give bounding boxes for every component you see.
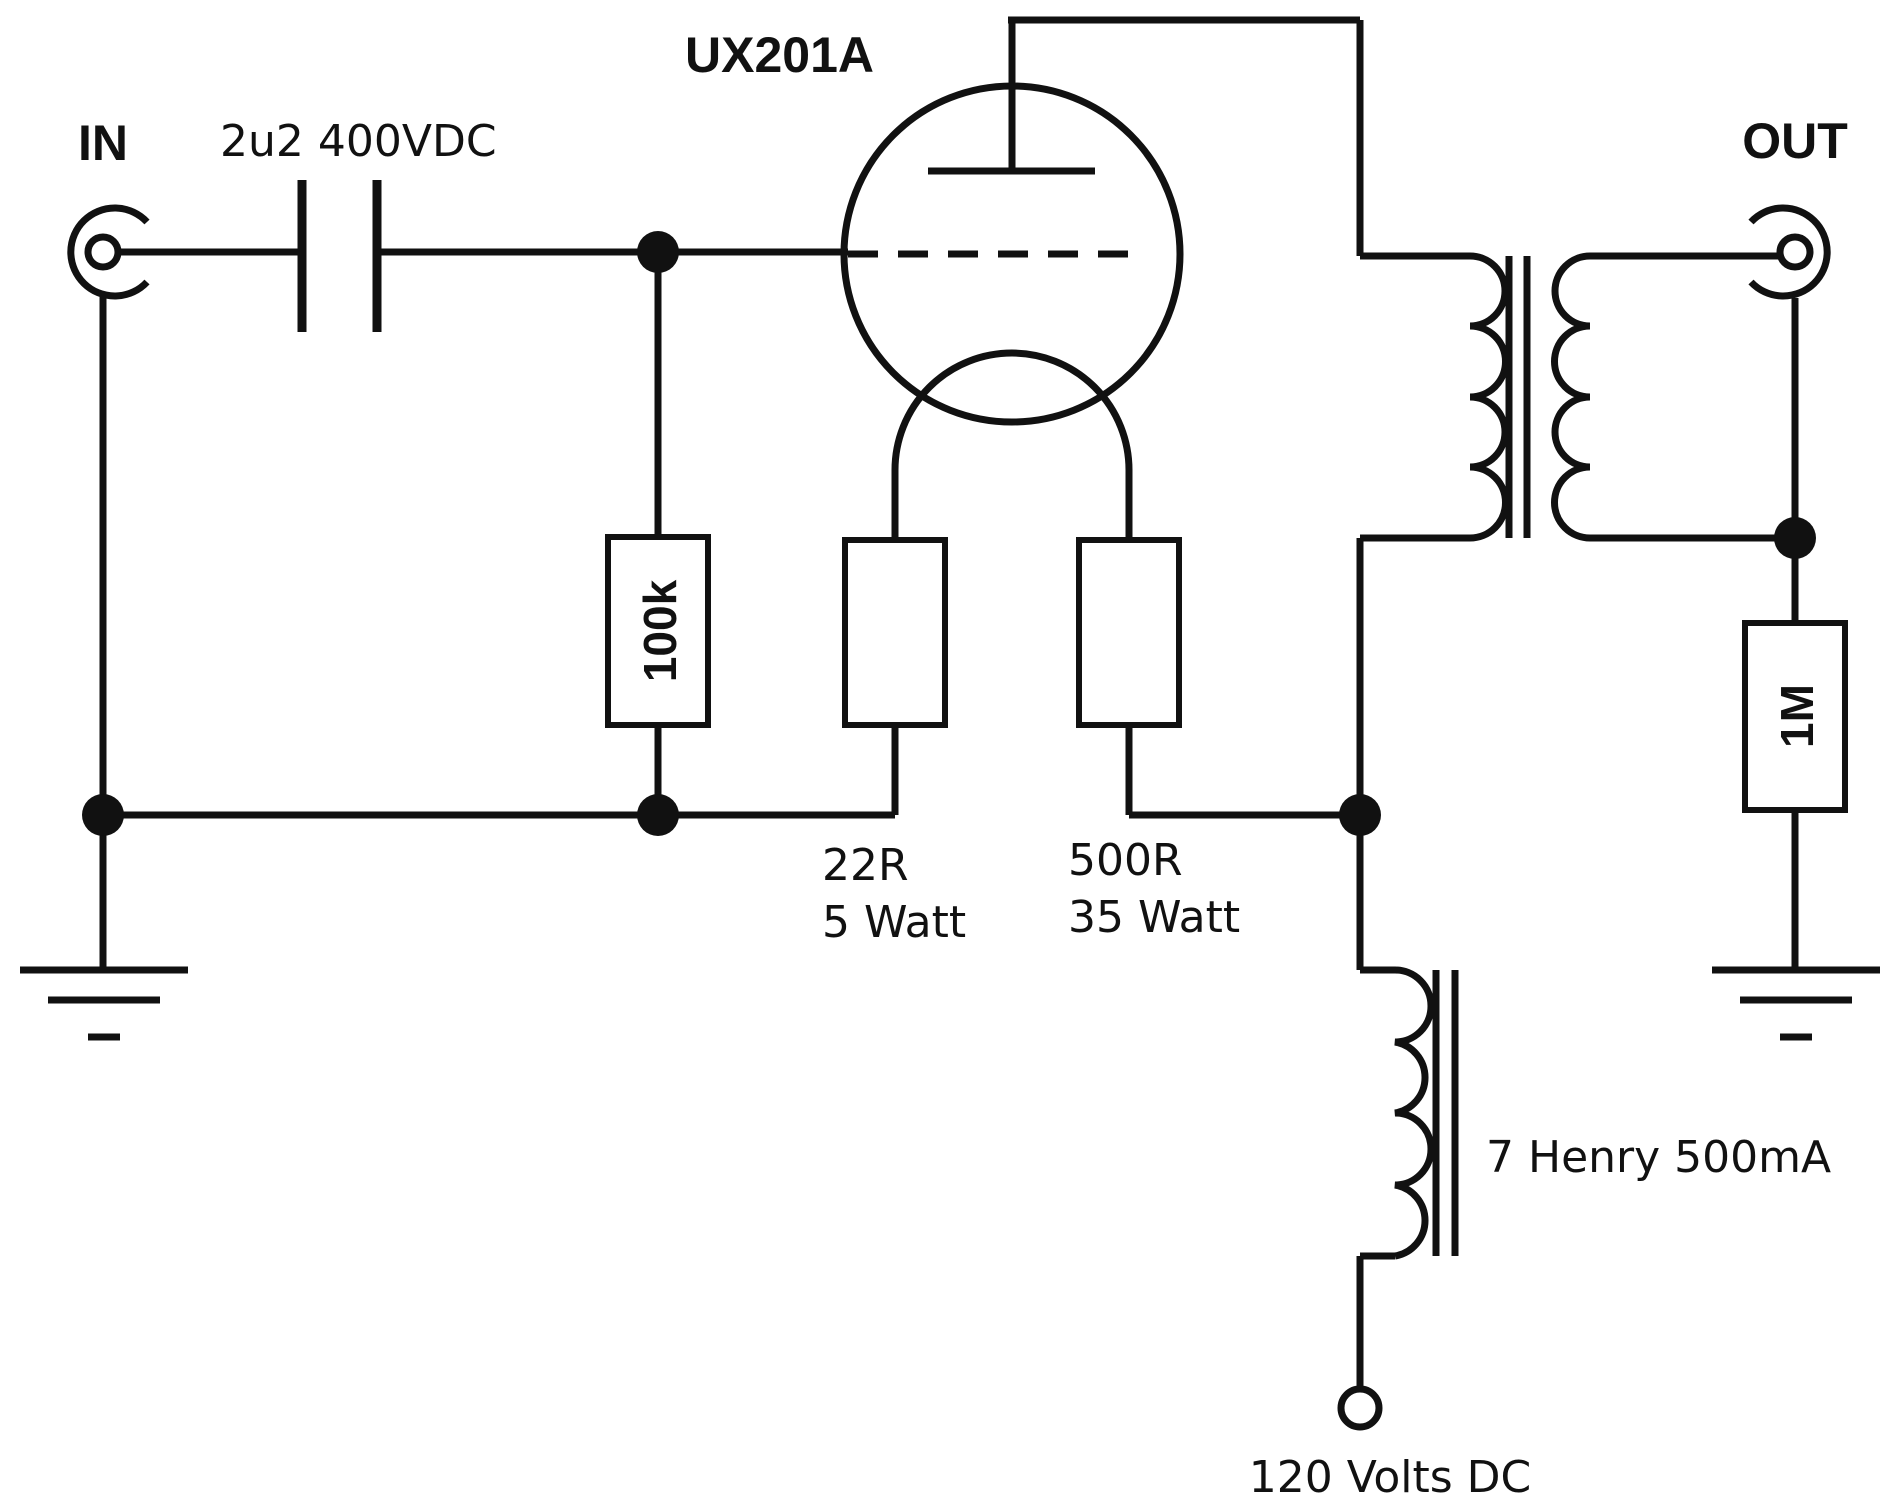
filament-resistor-a xyxy=(842,537,948,728)
output-resistor xyxy=(1742,620,1848,813)
input-jack xyxy=(67,204,186,300)
tube-label: UX201A xyxy=(685,27,874,83)
output-transformer xyxy=(1469,252,1591,542)
junction-dot xyxy=(1774,517,1816,559)
supply-label: 120 Volts DC xyxy=(1249,1452,1532,1503)
input-label: IN xyxy=(78,115,128,171)
filament-resistor-b-value: 500R xyxy=(1068,835,1183,886)
junction-dot xyxy=(1339,794,1381,836)
junction-dot xyxy=(637,794,679,836)
filament-resistor-a-power: 5 Watt xyxy=(822,897,966,948)
junction-dot xyxy=(637,231,679,273)
grid-resistor-label: 100k xyxy=(634,579,686,682)
input-ground-wiring xyxy=(99,252,895,970)
junction-dot xyxy=(82,794,124,836)
output-wiring xyxy=(1590,252,1799,970)
output-resistor-label: 1M xyxy=(1771,684,1823,748)
choke-label: 7 Henry 500mA xyxy=(1486,1132,1831,1183)
supply-choke xyxy=(1356,966,1459,1387)
output-label: OUT xyxy=(1742,113,1848,169)
filament-resistor-b xyxy=(1076,537,1182,728)
ground-symbol-right xyxy=(1712,966,1880,1041)
plate-wiring xyxy=(1008,16,1470,970)
filament-resistor-wiring xyxy=(891,725,1360,819)
grid-resistor xyxy=(605,534,711,728)
filament-resistor-a-value: 22R xyxy=(822,840,909,891)
output-jack xyxy=(1748,204,1831,300)
filament-resistor-b-power: 35 Watt xyxy=(1068,892,1240,943)
coupling-capacitor xyxy=(186,180,848,332)
vacuum-tube xyxy=(840,20,1184,540)
coupling-capacitor-label: 2u2 400VDC xyxy=(220,116,497,167)
ground-symbol-left xyxy=(20,966,188,1041)
supply-terminal xyxy=(1337,1385,1383,1431)
